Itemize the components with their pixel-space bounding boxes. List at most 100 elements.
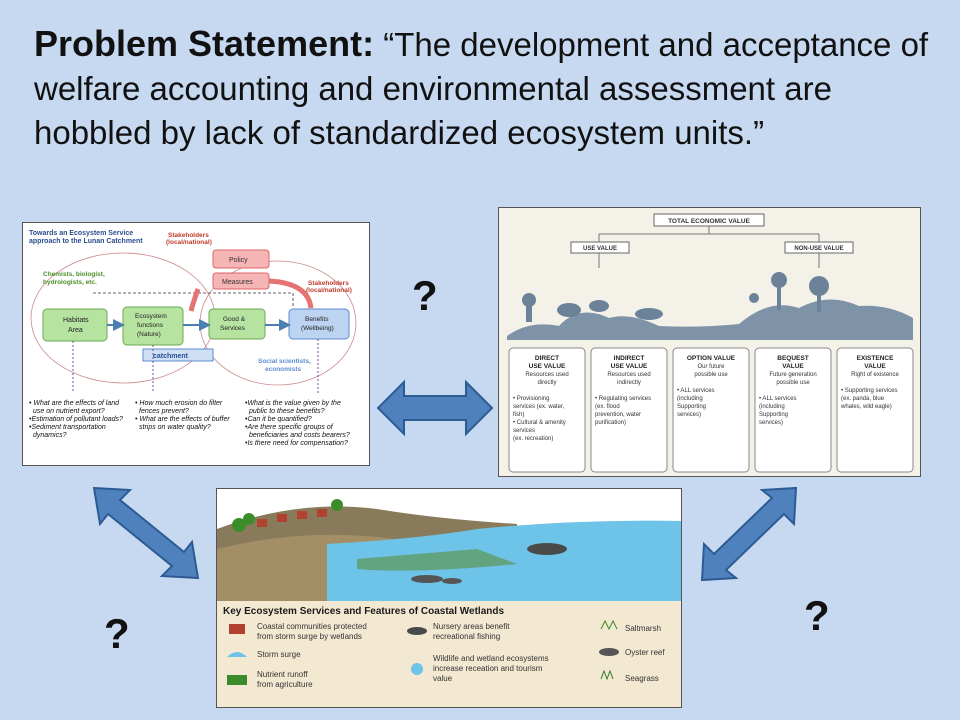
legend-title: Key Ecosystem Services and Features of C…: [223, 606, 504, 617]
use-value-box: [570, 241, 630, 254]
column-title: USE VALUE: [529, 363, 566, 370]
questions-left: • What are the effects of land use on nu…: [29, 400, 123, 439]
double-arrow-right-diagonal: [700, 486, 798, 582]
storm-surge-icon: [227, 652, 247, 657]
column-subtitle: Our future: [697, 364, 725, 370]
column-item: services (ex. water,: [513, 404, 565, 410]
svg-text:use on nutrient export?: use on nutrient export?: [33, 408, 105, 415]
column-title: VALUE: [782, 363, 804, 370]
policy-label: Policy: [229, 257, 248, 264]
habitats-box: [42, 308, 108, 342]
total-economic-value-diagram: TOTAL ECONOMIC VALUE USE VALUE NON-USE V…: [498, 207, 921, 477]
boat: [527, 543, 567, 555]
double-arrow-horizontal: [376, 379, 494, 437]
svg-text:•Are there specific groups of: •Are there specific groups of: [245, 424, 334, 431]
svg-text:dynamics?: dynamics?: [33, 432, 67, 439]
questions-mid: • How much erosion do filter fences prev…: [135, 400, 230, 431]
economists-label: economists: [265, 366, 302, 373]
benefits-box: [288, 308, 350, 340]
column-title: OPTION VALUE: [687, 355, 736, 362]
svg-text:from agriculture: from agriculture: [257, 680, 313, 689]
goods-services-box: [208, 308, 266, 340]
svg-text:recreational fishing: recreational fishing: [433, 632, 500, 641]
houses: [257, 509, 327, 527]
coastal-wetlands-diagram: Key Ecosystem Services and Features of C…: [216, 488, 682, 708]
svg-text:•Is there need for compensatio: •Is there need for compensation?: [245, 440, 348, 447]
question-mark-bottom-left: ?: [104, 610, 130, 657]
stakeholders-right-label: Stakeholders: [308, 280, 349, 287]
use-value-label: USE VALUE: [583, 246, 617, 252]
dashed-connector: [93, 292, 294, 308]
problem-statement-text: “The development and acceptance of welfa…: [34, 26, 929, 151]
svg-text:increase receation and tourism: increase receation and tourism: [433, 664, 543, 673]
column-item: (including: [677, 396, 703, 402]
column-item: Supporting: [759, 412, 788, 418]
svg-text:fences prevent?: fences prevent?: [139, 408, 189, 415]
wildlife-icon: [411, 663, 423, 675]
diagram-heading-2: approach to the Lunan Catchment: [29, 238, 143, 245]
value-tree-lines: [598, 226, 820, 242]
eco-label-3: (Nature): [137, 331, 161, 338]
non-use-value-label: NON-USE VALUE: [794, 246, 843, 252]
svg-text:from storm surge by wetlands: from storm surge by wetlands: [257, 632, 362, 641]
catchment-box: [142, 348, 214, 362]
svg-text:• What are the effects of buff: • What are the effects of buffer: [135, 416, 230, 423]
legend-icons: [227, 619, 619, 685]
oyster-reef-icon: [599, 648, 619, 656]
column-item: services): [677, 412, 701, 418]
stakeholders-top-label: Stakeholders: [168, 232, 209, 239]
fishing-boat-icon: [407, 627, 427, 635]
oyster-reef-cluster: [411, 575, 462, 584]
column-item: fish): [513, 412, 524, 418]
diagram-heading-1: Towards an Ecosystem Service: [29, 230, 133, 237]
svg-text:Saltmarsh: Saltmarsh: [625, 624, 661, 633]
column-item: services: [513, 428, 535, 434]
stakeholders-top-sub: (local/national): [166, 239, 212, 246]
total-value-label: TOTAL ECONOMIC VALUE: [668, 218, 751, 225]
double-arrow-left-diagonal: [92, 486, 200, 580]
column-subtitle: directly: [537, 380, 556, 386]
habitats-label: Habitats: [63, 317, 89, 324]
goods-label-1: Good &: [223, 316, 246, 323]
svg-text:•Can it be quantified?: •Can it be quantified?: [245, 416, 312, 423]
silhouette-figures: [522, 272, 829, 322]
column-title: INDIRECT: [614, 355, 645, 362]
problem-statement: Problem Statement: “The development and …: [34, 22, 934, 155]
svg-text:Nutrient runoff: Nutrient runoff: [257, 670, 308, 679]
question-mark-bottom-right: ?: [804, 592, 830, 639]
svg-text:• What are the effects of land: • What are the effects of land: [29, 400, 120, 407]
saltmarsh-icon: [600, 619, 618, 631]
column-subtitle: Right of existence: [851, 372, 899, 378]
svg-text:Coastal communities protected: Coastal communities protected: [257, 622, 367, 631]
measures-arrow: [188, 288, 201, 312]
column-item: (ex. recreation): [513, 436, 553, 442]
existence-value-column: [836, 347, 914, 473]
svg-text:•What is the value given by th: •What is the value given by the: [245, 400, 341, 407]
value-stems: [598, 253, 820, 268]
svg-text:value: value: [433, 674, 453, 683]
svg-text:Seagrass: Seagrass: [625, 674, 659, 683]
column-title: VALUE: [864, 363, 886, 370]
svg-text:strips on water quality?: strips on water quality?: [139, 424, 211, 431]
column-title: EXISTENCE: [857, 355, 895, 362]
column-title: BEQUEST: [777, 355, 808, 362]
policy-box: [212, 249, 270, 269]
eco-label-2: functions: [137, 322, 164, 329]
column-item: • Provisioning: [513, 396, 549, 402]
svg-text:•Estimation of pollutant loads: •Estimation of pollutant loads?: [29, 416, 123, 423]
column-subtitle: indirectly: [617, 380, 641, 386]
svg-text:•Sediment transportation: •Sediment transportation: [29, 424, 106, 431]
svg-text:Storm surge: Storm surge: [257, 650, 301, 659]
question-mark-top: ?: [412, 272, 438, 319]
svg-text:public to these benefits?: public to these benefits?: [248, 408, 325, 415]
habitats-sub: Area: [68, 327, 83, 334]
svg-text:• How much erosion do filter: • How much erosion do filter: [135, 400, 223, 407]
indirect-use-column: [590, 347, 668, 473]
lunan-catchment-diagram: Towards an Ecosystem Service approach to…: [22, 222, 370, 466]
column-subtitle: Resources used: [607, 372, 650, 378]
column-item: (ex. flood: [595, 404, 620, 410]
column-subtitle: possible use: [694, 372, 728, 378]
column-item: (ex. panda, blue: [841, 396, 885, 402]
column-item: purification): [595, 420, 626, 426]
